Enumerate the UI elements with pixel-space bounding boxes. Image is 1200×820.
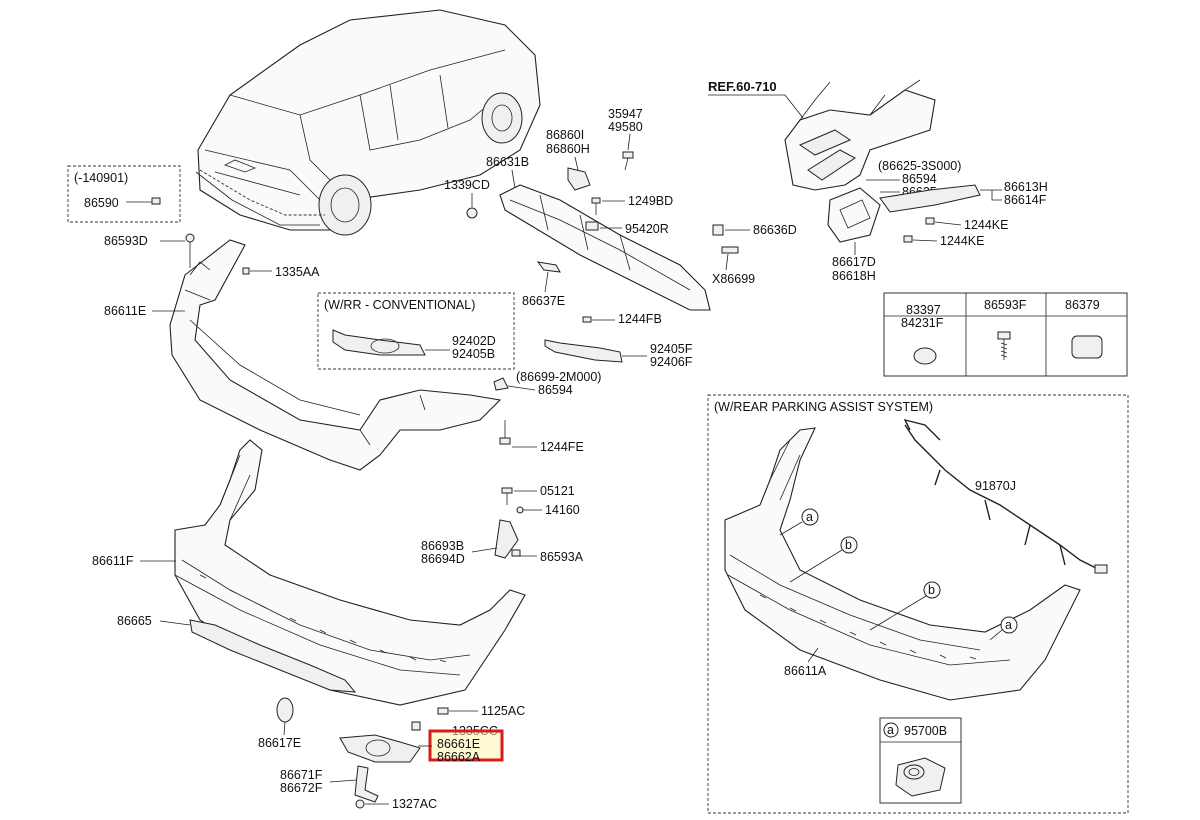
lower-bracket-fasteners: 05121 14160 86693B 86694D 86593A bbox=[421, 484, 584, 566]
label-86611E: 86611E bbox=[104, 304, 146, 318]
plug-icon bbox=[913, 347, 937, 365]
label-86590: 86590 bbox=[84, 196, 119, 210]
label-86611A: 86611A bbox=[784, 664, 827, 678]
callout-b-2: b bbox=[928, 583, 935, 597]
callout-a-1: a bbox=[806, 510, 813, 524]
label-86594-right: 86594 bbox=[902, 172, 937, 186]
label-86618H: 86618H bbox=[832, 269, 876, 283]
label-86593D: 86593D bbox=[104, 234, 148, 248]
label-1125AC: 1125AC bbox=[481, 704, 525, 718]
side-reflector-assembly: 1244FB 92405F 92406F bbox=[544, 312, 693, 369]
label-1244KE-a: 1244KE bbox=[964, 218, 1008, 232]
label-95700B: 95700B bbox=[904, 724, 947, 738]
label-86699-2M000: (86699-2M000) bbox=[516, 370, 601, 384]
label-86617D: 86617D bbox=[832, 255, 876, 269]
label-86613H: 86613H bbox=[1004, 180, 1048, 194]
table-header-84231F: 84231F bbox=[901, 316, 944, 330]
label-86594-mid: 86594 bbox=[538, 383, 573, 397]
label-86636D: 86636D bbox=[753, 223, 797, 237]
lower-bumper-assembly: 86611F 86665 86617E bbox=[92, 439, 526, 750]
callout-a-2: a bbox=[1005, 618, 1012, 632]
label-w-rear-parking: (W/REAR PARKING ASSIST SYSTEM) bbox=[714, 400, 933, 414]
label-1249BD: 1249BD bbox=[628, 194, 673, 208]
sensor-callout: a bbox=[887, 723, 894, 737]
sensor-box: a 95700B bbox=[879, 717, 962, 804]
tow-hook-cover-assembly: 1125AC 1335CC 86671F 86672F 1327AC 86661… bbox=[280, 704, 525, 811]
vehicle-illustration bbox=[195, 9, 541, 236]
label-86665: 86665 bbox=[117, 614, 152, 628]
label-140901: (-140901) bbox=[74, 171, 128, 185]
label-ref-60-710: REF.60-710 bbox=[708, 79, 777, 94]
label-92406F: 92406F bbox=[650, 355, 693, 369]
parts-table: 83397 84231F 86593F 86379 bbox=[883, 292, 1128, 377]
label-91870J: 91870J bbox=[975, 479, 1016, 493]
center-fasteners: (86699-2M000) 86594 1244FE bbox=[493, 370, 601, 454]
label-86693B: 86693B bbox=[421, 539, 464, 553]
label-1339CD: 1339CD bbox=[444, 178, 490, 192]
label-X86699: X86699 bbox=[712, 272, 755, 286]
label-92402D: 92402D bbox=[452, 334, 496, 348]
label-14160: 14160 bbox=[545, 503, 580, 517]
label-05121: 05121 bbox=[540, 484, 575, 498]
callout-b-1: b bbox=[845, 538, 852, 552]
parking-sensor-icon bbox=[895, 757, 946, 797]
parking-assist-box: (W/REAR PARKING ASSIST SYSTEM) 86611A 91… bbox=[707, 394, 1129, 814]
center-beam-assembly: 86631B 1339CD 86860I 86860H 35947 49580 … bbox=[444, 107, 797, 311]
label-86860I: 86860I bbox=[546, 128, 584, 142]
label-92405F: 92405F bbox=[650, 342, 693, 356]
label-86661E[interactable]: 86661E bbox=[437, 737, 480, 751]
label-49580: 49580 bbox=[608, 120, 643, 134]
label-1244FB: 1244FB bbox=[618, 312, 662, 326]
upper-bumper-assembly: 86611E 86593D 1335AA bbox=[104, 233, 502, 471]
label-86662A: 86662A bbox=[437, 750, 481, 764]
label-86631B: 86631B bbox=[486, 155, 529, 169]
label-86625-3S000: (86625-3S000) bbox=[878, 159, 961, 173]
label-35947: 35947 bbox=[608, 107, 643, 121]
pad-icon bbox=[1071, 335, 1103, 359]
label-1244FE: 1244FE bbox=[540, 440, 584, 454]
label-1327AC: 1327AC bbox=[392, 797, 437, 811]
label-w-rr-conventional: (W/RR - CONVENTIONAL) bbox=[324, 298, 475, 312]
tailgate-reference-assembly: REF.60-710 (86625-3S000) 86594 86625 866… bbox=[708, 79, 1048, 283]
label-1335AA: 1335AA bbox=[275, 265, 320, 279]
label-86694D: 86694D bbox=[421, 552, 465, 566]
label-92405B: 92405B bbox=[452, 347, 495, 361]
label-86860H: 86860H bbox=[546, 142, 590, 156]
variant-box-140901: (-140901) 86590 bbox=[67, 165, 181, 223]
bolt-icon bbox=[997, 331, 1011, 360]
label-86672F: 86672F bbox=[280, 781, 323, 795]
label-86593A: 86593A bbox=[540, 550, 584, 564]
label-86614F: 86614F bbox=[1004, 193, 1047, 207]
variant-box-rr-conventional: (W/RR - CONVENTIONAL) 92402D 92405B bbox=[317, 292, 515, 370]
label-86671F: 86671F bbox=[280, 768, 323, 782]
label-1244KE-b: 1244KE bbox=[940, 234, 984, 248]
table-header-83397: 83397 bbox=[906, 303, 941, 317]
label-86611F: 86611F bbox=[92, 554, 134, 568]
label-95420R: 95420R bbox=[625, 222, 669, 236]
label-86617E: 86617E bbox=[258, 736, 301, 750]
table-header-86593F: 86593F bbox=[984, 298, 1027, 312]
label-86637E: 86637E bbox=[522, 294, 565, 308]
highlight-box[interactable] bbox=[428, 729, 504, 762]
table-header-86379: 86379 bbox=[1065, 298, 1100, 312]
